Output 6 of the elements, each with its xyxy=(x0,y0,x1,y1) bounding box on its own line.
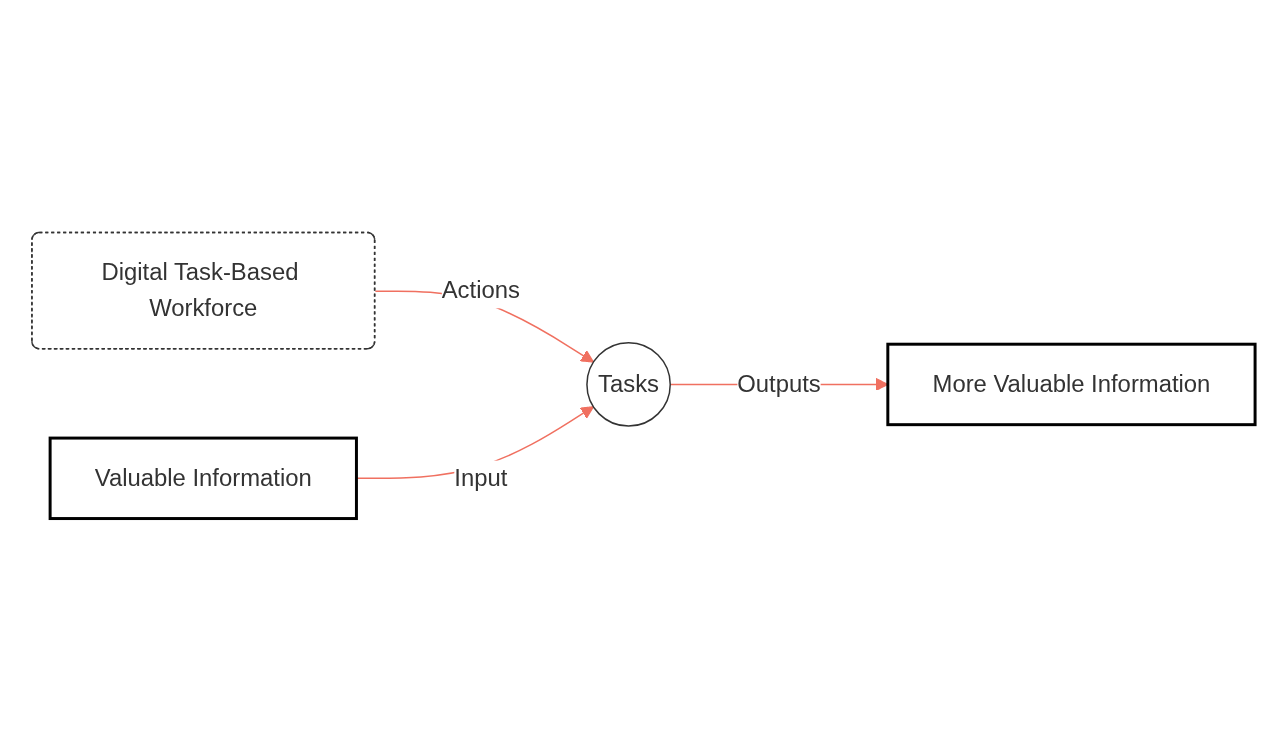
edge-label: Actions xyxy=(441,277,520,303)
node-circle: Tasks xyxy=(586,342,671,427)
edge-label: Outputs xyxy=(737,371,821,397)
node-box: Valuable Information xyxy=(48,436,358,521)
node-box: More Valuable Information xyxy=(886,342,1257,427)
edge-label: Input xyxy=(454,464,508,491)
